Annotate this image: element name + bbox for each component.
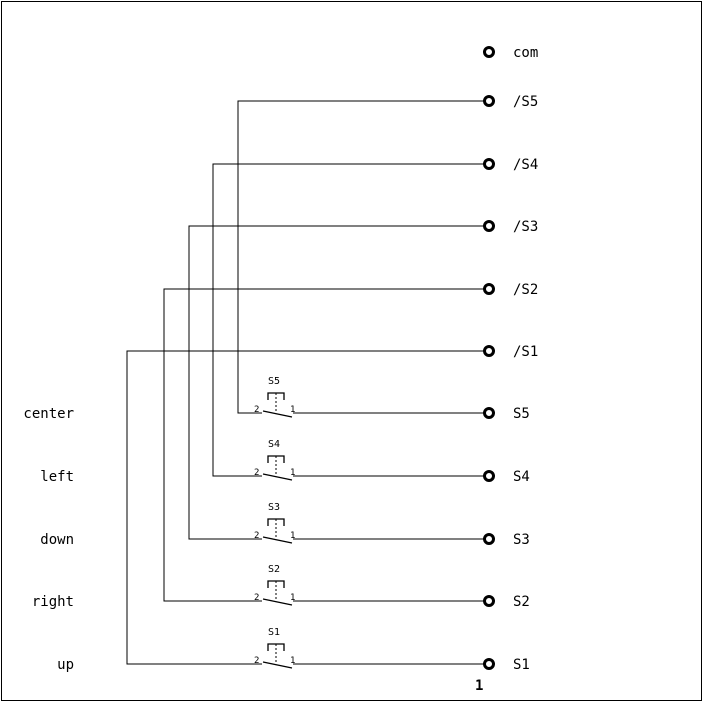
switch-pin-1-label: 1 [290,405,295,415]
terminal-pad-icon [483,658,495,670]
switch-pin-2-label: 2 [254,531,259,541]
terminal-pad-icon [483,95,495,107]
switch-pin-1-label: 1 [290,468,295,478]
switch-ref-label: S4 [268,439,280,450]
terminal-pad-icon [483,345,495,357]
switch-contact-icon [262,410,293,418]
switch-s3: S3 2 1 down [40,502,295,548]
switch-function-label: center [23,406,74,422]
switch-pin-2-label: 2 [254,593,259,603]
terminal-pad-icon [483,220,495,232]
switch-contact-icon [262,536,293,544]
terminal-inv-s5: /S5 [483,94,538,110]
terminal-label: /S1 [513,344,538,360]
wire-inverted-s3 [188,225,489,540]
switch-function-label: up [57,657,74,673]
terminal-inv-s3: /S3 [483,219,538,235]
terminal-s2: S2 [483,594,530,610]
switch-pin-1-label: 1 [290,656,295,666]
switch-contact-icon [262,473,293,481]
terminal-pad-icon [483,158,495,170]
switch-contact-icon [262,661,293,669]
page-number: 1 [475,678,483,694]
terminal-s1: S1 [483,657,530,673]
terminal-pad-icon [483,283,495,295]
switch-ref-label: S3 [268,502,280,513]
switch-ref-label: S1 [268,627,280,638]
terminal-s4: S4 [483,469,530,485]
switch-contact-icon [262,598,293,606]
switch-function-label: down [40,532,74,548]
switch-s4: S4 2 1 left [40,439,295,485]
switch-function-label: right [32,594,74,610]
terminal-inv-s1: /S1 [483,344,538,360]
terminal-label: S2 [513,594,530,610]
terminal-label: /S5 [513,94,538,110]
terminal-com: com [483,45,538,61]
wire-inverted-s2 [163,288,489,602]
terminal-pad-icon [483,533,495,545]
switch-pin-1-label: 1 [290,593,295,603]
terminal-label: /S2 [513,282,538,298]
switch-function-label: left [40,469,74,485]
terminal-inv-s2: /S2 [483,282,538,298]
switch-pin-2-label: 2 [254,656,259,666]
terminal-label: S5 [513,406,530,422]
switch-s5: S5 2 1 center [23,376,295,422]
switch-ref-label: S5 [268,376,280,387]
wires [126,100,489,665]
terminal-label: S1 [513,657,530,673]
terminal-label: S3 [513,532,530,548]
switch-pin-2-label: 2 [254,405,259,415]
switch-ref-label: S2 [268,564,280,575]
terminal-label: /S3 [513,219,538,235]
terminal-pad-icon [483,407,495,419]
terminal-inv-s4: /S4 [483,157,538,173]
terminal-s3: S3 [483,532,530,548]
switch-s2: S2 2 1 right [32,564,296,610]
terminal-label: com [513,45,538,61]
wire-inverted-s5 [237,100,489,414]
switch-pin-1-label: 1 [290,531,295,541]
terminal-pad-icon [483,595,495,607]
wire-inverted-s1 [126,350,489,665]
terminal-pad-icon [483,46,495,58]
terminal-label: /S4 [513,157,538,173]
wire-inverted-s4 [212,163,489,477]
terminal-label: S4 [513,469,530,485]
terminal-s5: S5 [483,406,530,422]
switch-pin-2-label: 2 [254,468,259,478]
switch-s1: S1 2 1 up [57,627,295,673]
terminal-pad-icon [483,470,495,482]
